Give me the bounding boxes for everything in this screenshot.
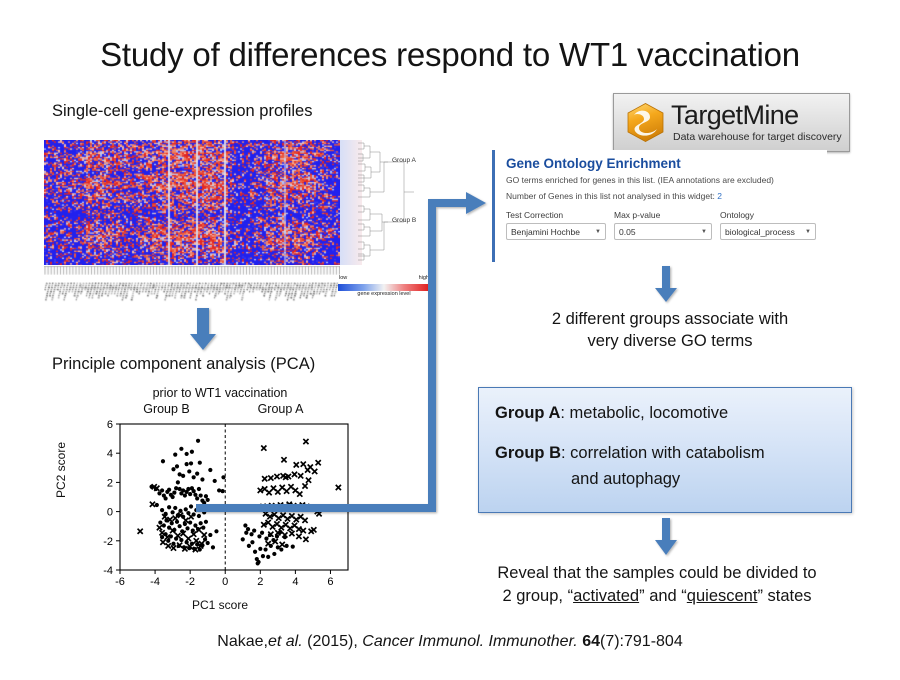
citation-pages: (7):791-804 [600, 633, 683, 650]
pca-x-axis-label: PC1 score [191, 598, 249, 612]
go-field-max-pvalue: Max p-value 0.05 ▼ [614, 210, 712, 240]
go-filter-fields: Test Correction Benjamini Hochbe ▼ Max p… [506, 210, 816, 255]
colorbar-low-label: low [339, 275, 348, 281]
colorbar-caption: gene expression level [357, 291, 411, 297]
arrow-go-panel-to-summary [655, 266, 677, 302]
colorbar-gradient [338, 284, 430, 291]
page-title: Study of differences respond to WT1 vacc… [100, 36, 800, 73]
go-label-max-pvalue: Max p-value [614, 210, 661, 220]
svg-text:-6: -6 [115, 576, 125, 588]
go-field-ontology: Ontology biological_process ▼ [720, 210, 816, 240]
gene-ontology-enrichment-panel: Gene Ontology Enrichment GO terms enrich… [492, 150, 827, 262]
citation-authors: Nakae, [217, 633, 268, 650]
svg-text:6: 6 [327, 576, 333, 588]
chevron-down-icon: ▼ [805, 228, 811, 235]
go-result-summary: 2 different groups associate with very d… [480, 308, 860, 353]
ontology-select[interactable]: biological_process ▼ [720, 223, 816, 240]
test-correction-value: Benjamini Hochbe [511, 226, 580, 237]
conclusion-prefix: 2 group, “ [502, 587, 574, 606]
go-label-test-correction: Test Correction [506, 210, 564, 220]
citation-volume: 64 [582, 633, 600, 650]
pca-figure: prior to WT1 vaccination Group B Group A… [54, 386, 360, 618]
heatmap-caption: Single-cell gene-expression profiles [52, 102, 313, 120]
dendrogram-label-group-b: Group B [392, 217, 417, 224]
test-correction-select[interactable]: Benjamini Hochbe ▼ [506, 223, 606, 240]
max-pvalue-value: 0.05 [619, 226, 636, 237]
activated-term: activated [573, 587, 640, 606]
svg-text:4: 4 [292, 576, 298, 588]
go-count-label: Number of Genes in this list not analyse… [506, 191, 715, 201]
go-summary-line-1: 2 different groups associate with [551, 310, 789, 328]
svg-text:6: 6 [107, 419, 113, 431]
final-conclusion-text: Reveal that the samples could be divided… [452, 562, 862, 608]
svg-text:4: 4 [107, 448, 113, 460]
heatmap-matrix [44, 140, 340, 265]
go-count-value: 2 [717, 191, 722, 201]
svg-text:-2: -2 [103, 536, 113, 548]
citation-year: (2015), [302, 633, 363, 650]
conclusion-line-1: Reveal that the samples could be divided… [497, 564, 817, 582]
group-b-conclusion: Group B: correlation with catabolism [495, 444, 765, 463]
citation-journal: Cancer Immunol. Immunother. [362, 633, 578, 650]
go-label-ontology: Ontology [720, 210, 755, 220]
arrow-heatmap-to-pca [190, 308, 216, 350]
go-field-test-correction: Test Correction Benjamini Hochbe ▼ [506, 210, 606, 240]
svg-text:-4: -4 [103, 565, 113, 577]
arrow-box-to-conclusion [655, 518, 677, 555]
go-summary-line-2: very diverse GO terms [587, 332, 753, 351]
targetmine-logo: TargetMine Data warehouse for target dis… [613, 93, 850, 152]
heatmap-colorbar: low high gene expression level [338, 275, 430, 302]
targetmine-wordmark: TargetMine [671, 100, 799, 130]
heatmap-sample-labels [44, 282, 340, 304]
group-a-text: : metabolic, locomotive [560, 404, 729, 422]
group-a-label: Group A [495, 404, 561, 422]
svg-text:-4: -4 [150, 576, 160, 588]
svg-text:2: 2 [257, 576, 263, 588]
quiescent-term: quiescent [686, 587, 758, 606]
dendrogram: Group A Group B [358, 140, 440, 265]
go-unanalysed-count: Number of Genes in this list not analyse… [506, 191, 722, 201]
group-conclusion-box: Group A: metabolic, locomotive Group B: … [478, 387, 852, 513]
go-panel-subtitle: GO terms enriched for genes in this list… [506, 175, 774, 185]
colorbar-high-label: high [418, 275, 429, 281]
group-a-conclusion: Group A: metabolic, locomotive [495, 404, 728, 423]
conclusion-line-2: 2 group, “activated” and “quiescent” sta… [452, 585, 862, 608]
hexagon-s-logo-icon [625, 102, 666, 143]
group-b-conclusion-cont: and autophagy [571, 470, 681, 488]
go-panel-title: Gene Ontology Enrichment [506, 156, 681, 171]
group-b-text: : correlation with catabolism [561, 444, 765, 462]
max-pvalue-select[interactable]: 0.05 ▼ [614, 223, 712, 240]
citation: Nakae,et al. (2015), Cancer Immunol. Imm… [0, 633, 900, 651]
svg-text:0: 0 [107, 507, 113, 519]
pca-plot-title: prior to WT1 vaccination [152, 386, 288, 400]
pca-caption: Principle component analysis (PCA) [52, 355, 316, 373]
chevron-down-icon: ▼ [701, 228, 707, 235]
svg-text:0: 0 [222, 576, 228, 588]
pca-group-a-label: Group A [257, 402, 304, 416]
pca-y-axis-label: PC2 score [54, 441, 68, 498]
ontology-value: biological_process [725, 226, 795, 237]
conclusion-middle: ” and “ [639, 587, 687, 606]
dendrogram-label-group-a: Group A [392, 157, 416, 164]
svg-text:-2: -2 [185, 576, 195, 588]
targetmine-tagline: Data warehouse for target discovery [673, 131, 842, 143]
pca-group-b-label: Group B [143, 402, 190, 416]
conclusion-suffix: ” states [757, 587, 812, 606]
group-b-label: Group B [495, 444, 561, 462]
heatmap-sample-ticks [44, 266, 340, 275]
svg-text:2: 2 [107, 477, 113, 489]
chevron-down-icon: ▼ [595, 228, 601, 235]
citation-etal: et al. [267, 633, 303, 650]
